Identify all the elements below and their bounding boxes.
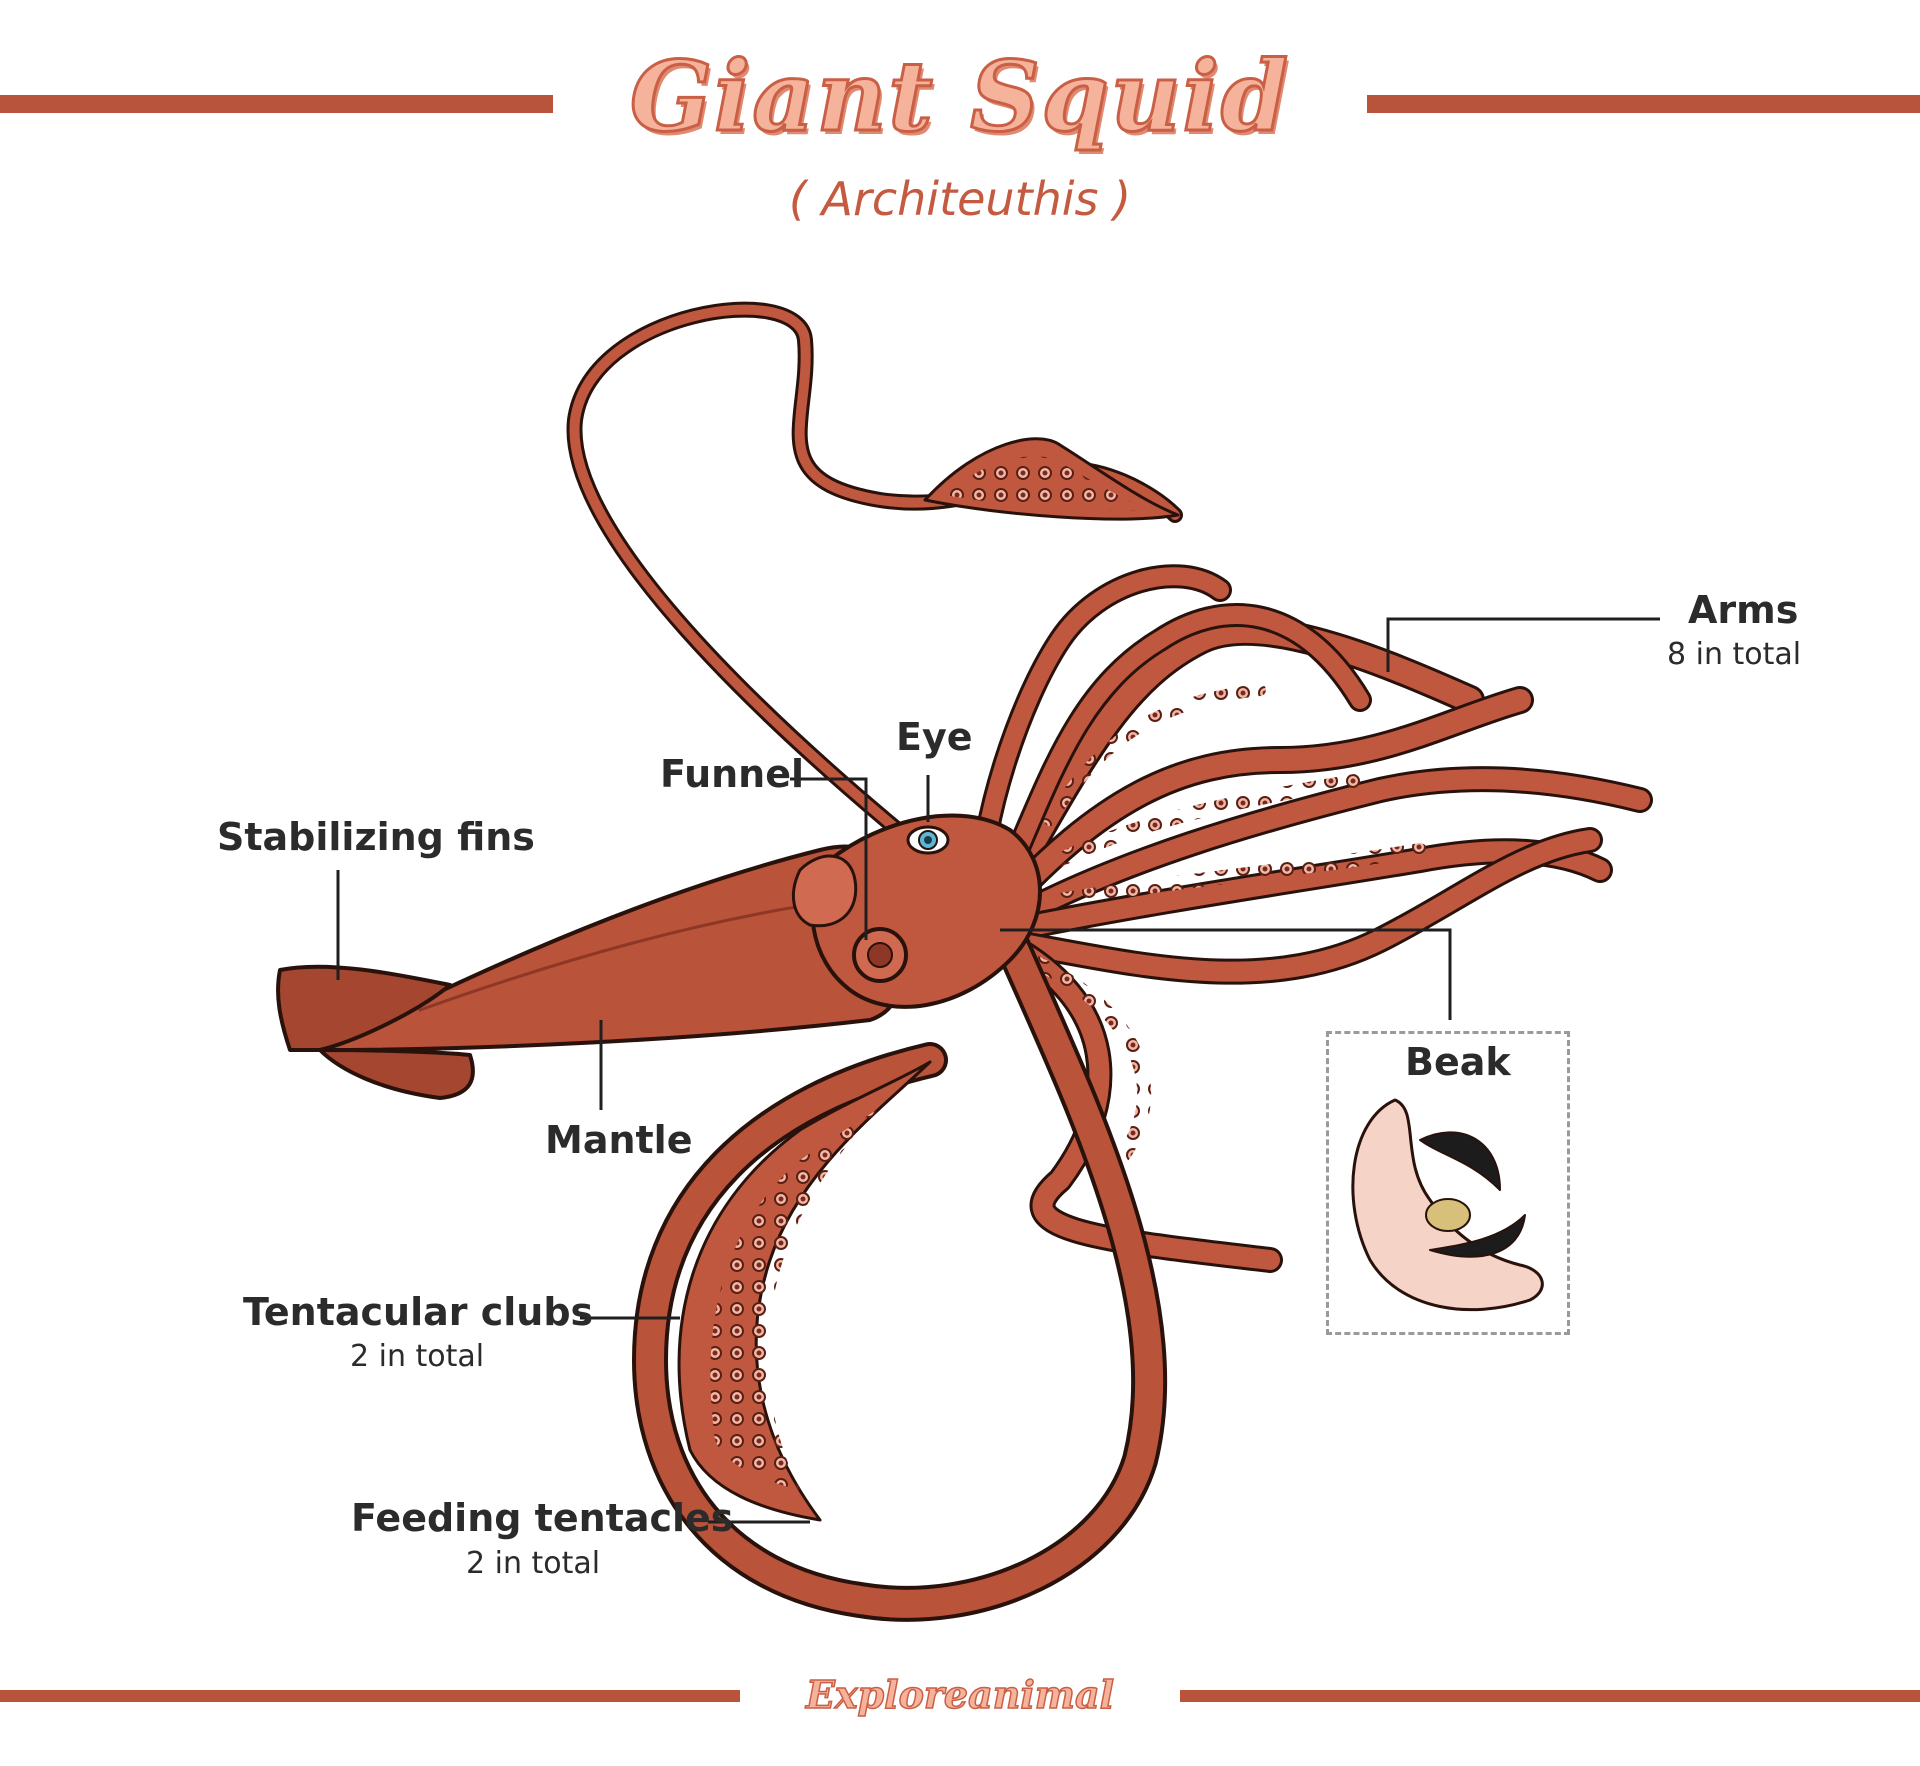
- label-arms-count: 8 in total: [1667, 637, 1802, 672]
- page-title: Giant Squid: [628, 39, 1291, 155]
- label-mantle: Mantle: [545, 1118, 693, 1162]
- squid-head: [791, 813, 1042, 1009]
- label-funnel: Funnel: [660, 752, 805, 796]
- footer-rule-left: [0, 1690, 740, 1702]
- label-tentacular-clubs-count: 2 in total: [350, 1339, 485, 1374]
- beak-inset-frame: [1326, 1031, 1570, 1335]
- feeding-tentacle-lower: [632, 922, 1168, 1622]
- feeding-tentacle-upper: [566, 301, 1183, 928]
- label-tentacular-clubs: Tentacular clubs: [243, 1290, 594, 1334]
- label-beak: Beak: [1405, 1040, 1511, 1084]
- label-feeding-tentacles: Feeding tentacles: [351, 1496, 734, 1540]
- header-rule-left: [0, 95, 553, 113]
- label-stabilizing-fins: Stabilizing fins: [217, 815, 535, 859]
- leader-lines: [336, 617, 1660, 1524]
- beak-illustration: [1351, 1098, 1544, 1312]
- eye-icon: [906, 825, 950, 855]
- footer-rule-right: [1180, 1690, 1920, 1702]
- funnel-leader-line: [790, 777, 868, 940]
- arm-suckers: [1023, 684, 1427, 1167]
- label-eye: Eye: [896, 715, 973, 759]
- beak-leader-line: [1000, 928, 1452, 1020]
- header-rule-right: [1367, 95, 1920, 113]
- page-subtitle: ( Architeuthis ): [788, 172, 1132, 226]
- arms-leader-line: [1386, 617, 1660, 672]
- stabilizing-fins: [276, 964, 475, 1100]
- label-arms: Arms: [1688, 588, 1799, 632]
- label-feeding-tentacles-count: 2 in total: [466, 1546, 601, 1581]
- footer-brand: Exploreanimal: [805, 1671, 1115, 1718]
